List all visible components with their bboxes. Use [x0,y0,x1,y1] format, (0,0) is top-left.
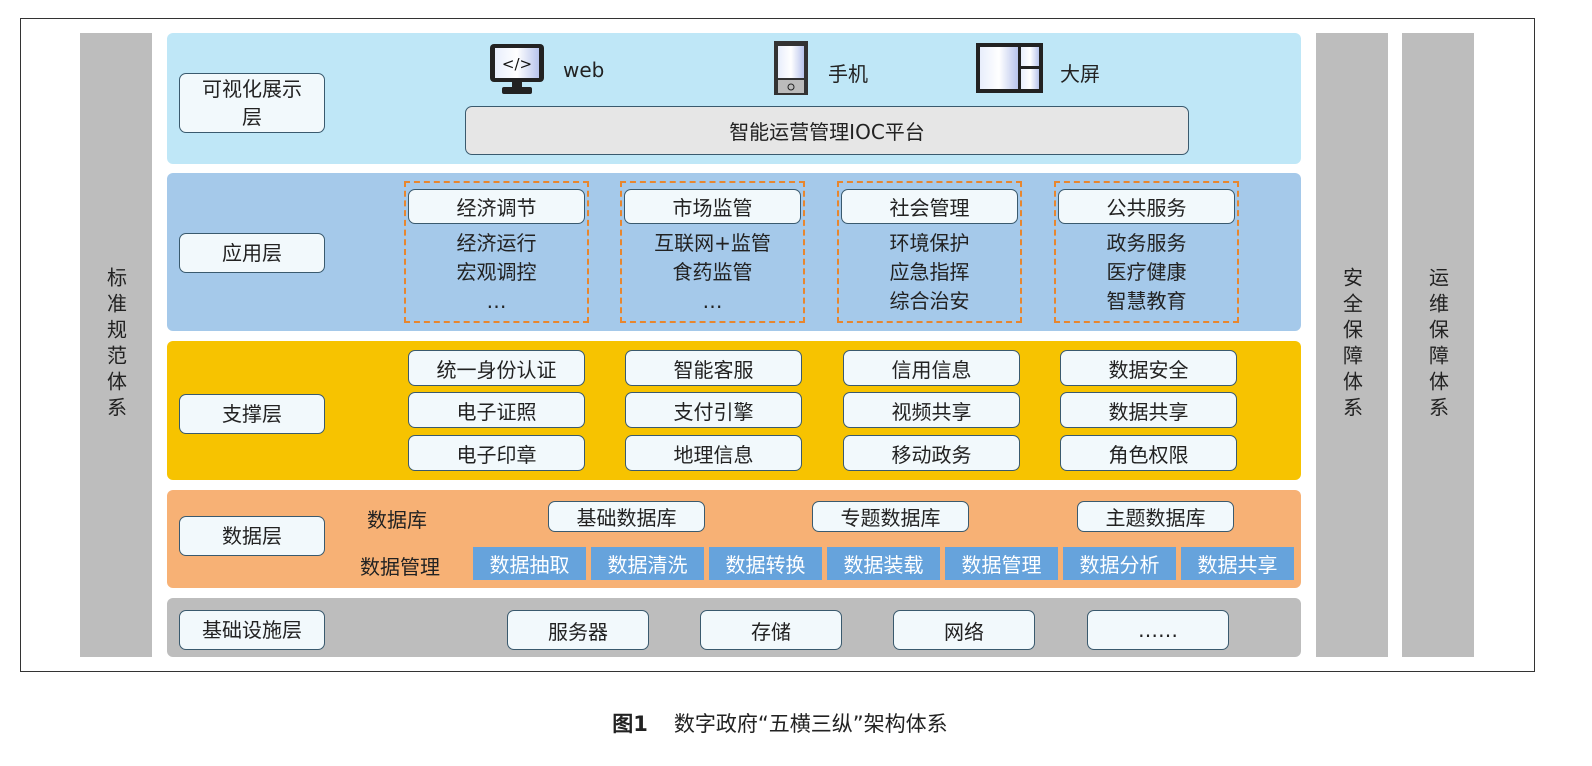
support-item: 视频共享 [843,392,1020,428]
web-label: web [563,58,605,82]
layer-label: 数据层 [179,516,325,556]
phone-icon [774,41,808,95]
database-item: 基础数据库 [548,501,705,532]
big-screen-label: 大屏 [1060,62,1100,86]
layer-label-text: 应用层 [222,241,282,265]
monitor-code-icon: </> [490,44,544,94]
support-item: 支付引擎 [625,392,802,428]
column-label: 运维保障体系 [1425,267,1450,423]
phone-label: 手机 [828,62,868,86]
column-label: 标准规范体系 [103,267,128,423]
layer-label: 支撑层 [179,394,325,434]
support-item: 电子印章 [408,435,585,471]
infrastructure-item: 存储 [700,610,842,650]
app-group-box [404,181,589,323]
app-group-title: 市场监管 [624,189,801,224]
operations-column: 运维保障体系 [1402,33,1474,657]
app-group-item: 宏观调控 [456,260,537,284]
data-management-item: 数据共享 [1181,547,1294,580]
data-management-item: 数据装载 [827,547,940,580]
support-item: 电子证照 [408,392,585,428]
data-management-item: 数据转换 [709,547,822,580]
app-group-item: 智慧教育 [1106,289,1187,313]
layer-label-text: 数据层 [222,524,282,548]
app-group-item: 互联网+监管 [654,231,771,255]
ioc-platform: 智能运营管理IOC平台 [465,106,1189,155]
layer-label: 应用层 [179,233,325,273]
database-item: 主题数据库 [1077,501,1234,532]
svg-text:</>: </> [502,55,532,73]
app-group-title: 经济调节 [408,189,585,224]
layer-label-text: 可视化展示层 [202,77,302,129]
big-screen-icon [976,43,1043,93]
caption-title: 数字政府“五横三纵”架构体系 [673,712,948,736]
app-group-title: 公共服务 [1058,189,1235,224]
infrastructure-item: 网络 [893,610,1035,650]
data-management-item: 数据抽取 [473,547,586,580]
diagram-frame [20,18,1535,672]
layer-label: 基础设施层 [179,610,325,650]
ioc-platform-label: 智能运营管理IOC平台 [729,120,925,144]
standards-column: 标准规范体系 [80,33,152,657]
app-group-item: … [486,289,507,313]
app-group-box [1054,181,1239,323]
caption-number: 图1 [612,712,648,736]
database-label: 数据库 [367,508,427,532]
support-item: 数据安全 [1060,350,1237,386]
support-item: 地理信息 [625,435,802,471]
data-management-item: 数据分析 [1063,547,1176,580]
support-item: 数据共享 [1060,392,1237,428]
data-management-label: 数据管理 [360,555,440,579]
app-group-item: 政务服务 [1106,231,1187,255]
data-management-item: 数据管理 [945,547,1058,580]
app-group-item: 医疗健康 [1106,260,1187,284]
database-item: 专题数据库 [812,501,969,532]
app-group-item: 食药监管 [672,260,753,284]
security-column: 安全保障体系 [1316,33,1388,657]
support-item: 智能客服 [625,350,802,386]
support-item: 角色权限 [1060,435,1237,471]
layer-label: 可视化展示层 [179,73,325,133]
app-group-item: 环境保护 [889,231,970,255]
data-management-item: 数据清洗 [591,547,704,580]
app-group-title: 社会管理 [841,189,1018,224]
infrastructure-item: …… [1087,610,1229,650]
app-group-item: 经济运行 [456,231,537,255]
figure-caption: 图1 数字政府“五横三纵”架构体系 [0,708,1560,738]
app-group-item: … [702,289,723,313]
layer-label-text: 支撑层 [222,402,282,426]
app-group-item: 应急指挥 [889,260,970,284]
support-item: 移动政务 [843,435,1020,471]
app-group-item: 综合治安 [889,289,970,313]
app-group-box [837,181,1022,323]
infrastructure-item: 服务器 [507,610,649,650]
app-group-box [620,181,805,323]
support-item: 信用信息 [843,350,1020,386]
support-item: 统一身份认证 [408,350,585,386]
column-label: 安全保障体系 [1339,267,1364,423]
layer-label-text: 基础设施层 [202,618,302,642]
